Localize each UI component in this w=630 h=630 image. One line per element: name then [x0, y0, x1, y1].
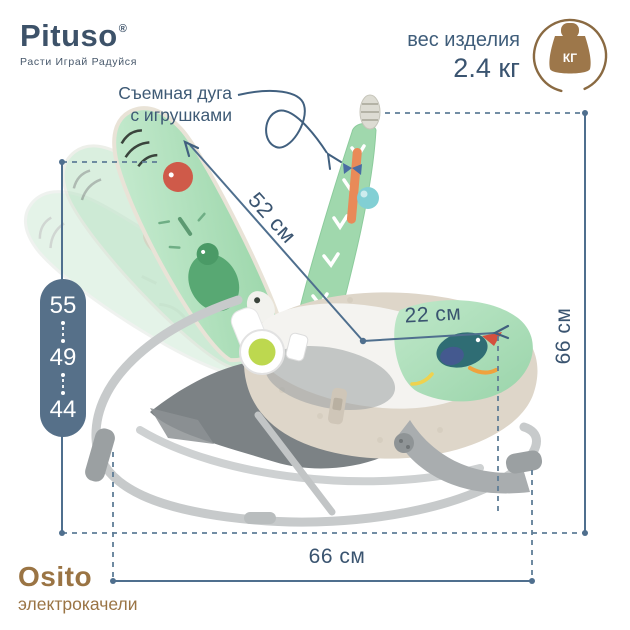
registered-mark: ® — [118, 23, 128, 35]
ball-toy — [357, 187, 379, 209]
dotted-separator — [61, 321, 65, 343]
product-name-block: Osito электрокачели — [18, 562, 137, 615]
seat — [150, 292, 538, 469]
toucan-print — [410, 332, 502, 386]
hinge-bracket — [394, 433, 414, 453]
total-height-label: 66 см — [552, 307, 575, 365]
product-category: электрокачели — [18, 594, 138, 614]
recline-position-44: 44 — [49, 396, 77, 423]
brand-tagline: Расти Играй Радуйся — [20, 56, 138, 68]
weight-info: вес изделия 2.4 кг — [407, 28, 520, 83]
backrest-line-arrowhead — [183, 139, 200, 158]
harness-buckle — [285, 332, 347, 425]
arch-top-toy — [359, 94, 381, 130]
recline-positions-badge: 55 49 44 — [40, 279, 86, 437]
brand-logo: Pituso® Расти Играй Радуйся — [20, 12, 138, 69]
recline-hub — [230, 307, 285, 375]
recline-button — [248, 338, 276, 366]
seat-width-arrowhead — [492, 324, 510, 340]
weight-label: вес изделия — [407, 29, 520, 51]
seat-width-label: 22 см — [404, 301, 462, 328]
toy-arch-callout: Съемная дуга с игрушками — [0, 82, 232, 126]
callout-curve-arrow — [237, 89, 342, 170]
kettlebell-weight-icon: КГ — [532, 18, 608, 94]
dimension-endpoint-dots — [59, 110, 588, 584]
recline-position-49: 49 — [49, 344, 77, 371]
callout-line-1: Съемная дуга — [118, 83, 232, 103]
backrest-length-line — [189, 144, 364, 342]
foot-pad-left — [85, 428, 115, 482]
rocker-base-frame — [85, 295, 543, 527]
callout-line-2: с игрушками — [130, 105, 232, 125]
total-length-label: 66 см — [308, 545, 366, 568]
toy-arch — [289, 94, 381, 357]
weight-value: 2.4 кг — [453, 53, 520, 83]
kg-label: КГ — [563, 51, 577, 65]
foot-pad-right — [505, 450, 543, 474]
brand-name: Pituso® — [20, 18, 128, 53]
dotted-separator — [61, 373, 65, 395]
product-model: Osito — [18, 561, 93, 592]
rear-support-leg — [396, 420, 530, 494]
recline-position-55: 55 — [49, 292, 77, 319]
seat-width-line — [362, 332, 496, 342]
bow-toy — [343, 163, 362, 175]
